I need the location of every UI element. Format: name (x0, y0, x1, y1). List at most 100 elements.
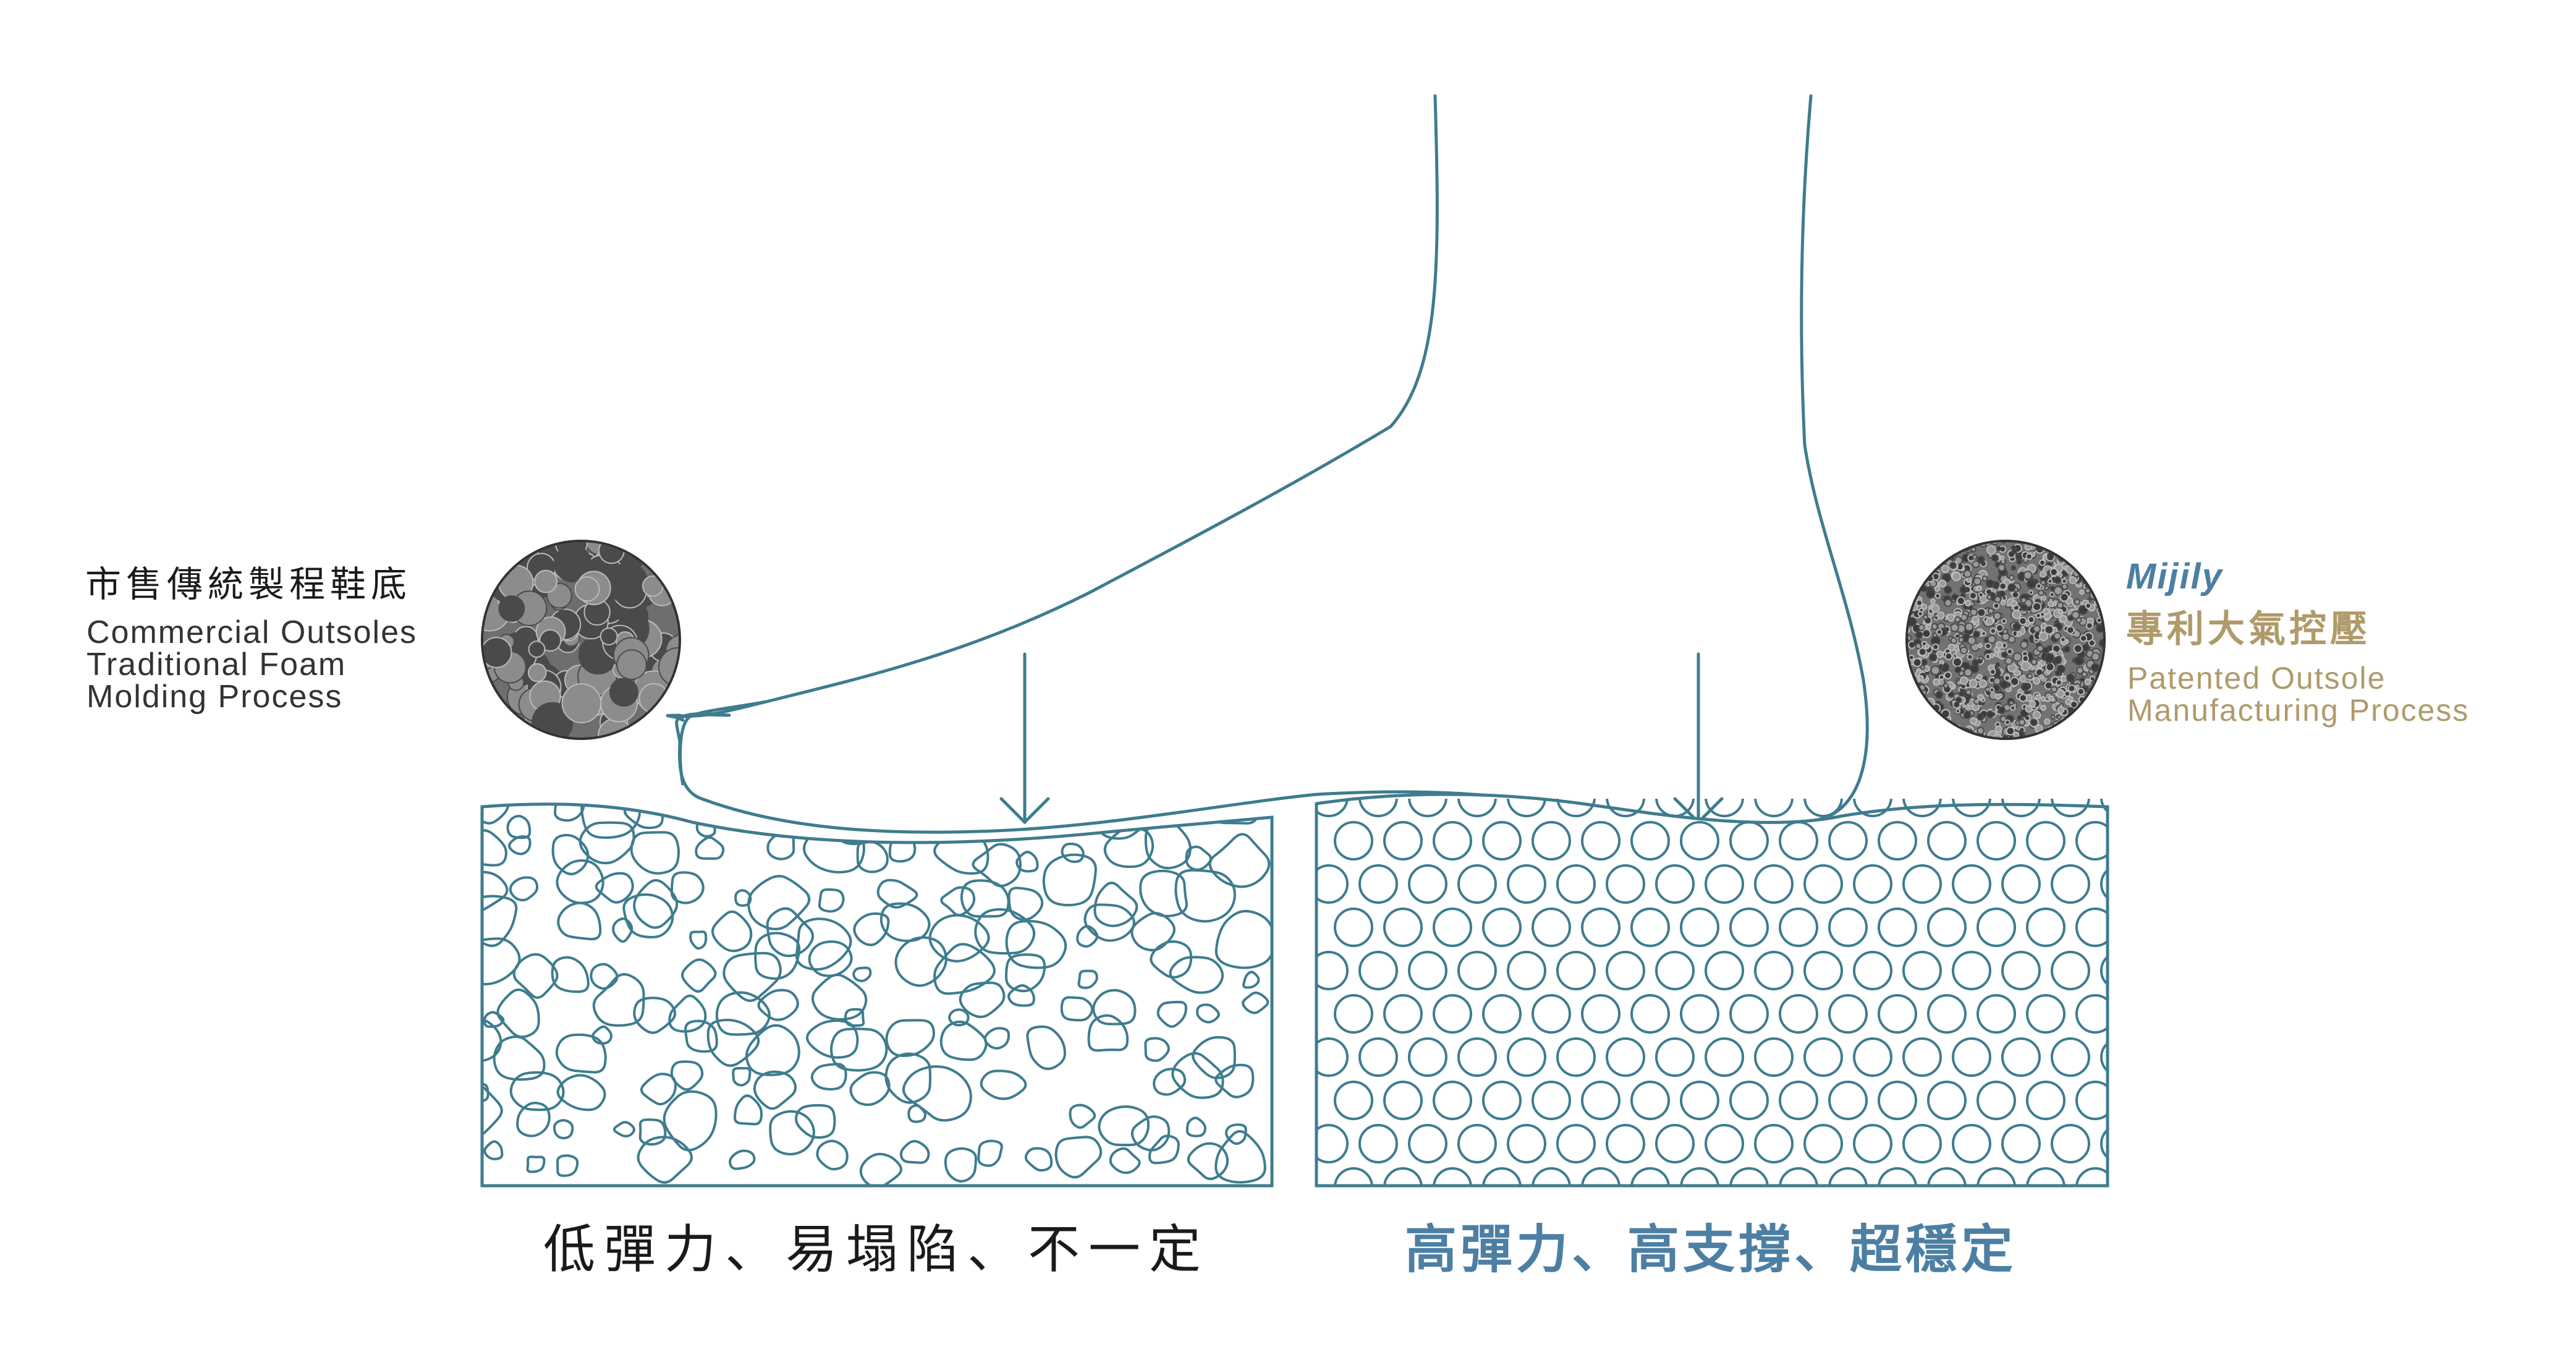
uniform-pore (2051, 864, 2090, 904)
irregular-pore (508, 835, 532, 856)
irregular-pore (1087, 1014, 1129, 1052)
irregular-pore (591, 1025, 612, 1045)
uniform-pore (1433, 1081, 1472, 1120)
uniform-pore (2075, 1167, 2108, 1186)
irregular-pore (509, 876, 539, 902)
uniform-pore (2100, 799, 2108, 813)
uniform-pore (2026, 1081, 2065, 1120)
uniform-pore (1754, 1037, 1794, 1077)
uniform-pore (1556, 799, 1596, 817)
irregular-pore (1214, 1063, 1255, 1099)
uniform-pore (1482, 1167, 1522, 1186)
traditional-sole-block (480, 802, 1274, 1188)
uniform-pore (1779, 1081, 1818, 1120)
uniform-pore (1680, 994, 1719, 1034)
irregular-pore (1109, 1147, 1141, 1175)
uniform-pore (2001, 864, 2041, 904)
uniform-pore (2051, 951, 2090, 990)
irregular-pore (695, 836, 725, 860)
uniform-pore (1606, 864, 1645, 904)
irregular-foam-texture-icon (481, 540, 681, 740)
irregular-pore (852, 966, 872, 982)
irregular-pore (1139, 869, 1188, 917)
irregular-pore (732, 1066, 752, 1087)
irregular-pore (681, 958, 717, 993)
uniform-pore (1927, 821, 1967, 861)
uniform-pore (1680, 1081, 1719, 1120)
irregular-pore (715, 991, 771, 1036)
uniform-pore (1779, 821, 1818, 861)
pressure-arrow-left (999, 652, 1050, 825)
uniform-pore (1828, 908, 1868, 947)
uniform-pore (1828, 994, 1868, 1034)
irregular-pore (1171, 1052, 1224, 1099)
irregular-pore (729, 1149, 756, 1170)
uniform-pore (1853, 1037, 1892, 1077)
uniform-pore (1952, 1124, 1991, 1163)
irregular-pore (1042, 853, 1097, 907)
irregular-pore (1077, 969, 1098, 989)
irregular-pore (482, 870, 509, 914)
uniform-pore (1803, 1124, 1843, 1163)
uniform-pore (1556, 1124, 1596, 1163)
irregular-pore (516, 1102, 551, 1138)
irregular-pore (754, 932, 801, 980)
uniform-pore (1902, 951, 1942, 990)
uniform-pore (1383, 908, 1423, 947)
uniform-pore (1803, 951, 1843, 990)
irregular-pore (592, 973, 645, 1027)
irregular-pore (706, 1018, 760, 1067)
irregular-pore (1026, 1025, 1067, 1070)
irregular-pore (1054, 804, 1091, 825)
right-subtitle-1: Patented Outsole (2127, 661, 2386, 695)
irregular-pore (612, 1121, 635, 1138)
irregular-pore (805, 1019, 859, 1059)
irregular-pore (1144, 1037, 1170, 1062)
uniform-pore (1581, 994, 1621, 1034)
irregular-pore (1147, 804, 1169, 822)
caption-patented: 高彈力、高支撐、超穩定 (1405, 1219, 2017, 1280)
uniform-pore (1729, 1081, 1769, 1120)
uniform-pore (1334, 908, 1373, 947)
irregular-pore (1185, 1116, 1207, 1138)
uniform-foam-texture-icon (1905, 540, 2106, 740)
uniform-pore (1754, 864, 1794, 904)
irregular-pore (1024, 1147, 1053, 1172)
uniform-pore (1655, 864, 1695, 904)
irregular-pore (894, 936, 947, 987)
uniform-pore (1927, 1167, 1967, 1186)
uniform-pore (1507, 799, 1546, 817)
irregular-pore (684, 1019, 718, 1053)
uniform-pore (1358, 1037, 1398, 1077)
irregular-pore (939, 1020, 988, 1061)
uniform-pore (1581, 908, 1621, 947)
irregular-pore (663, 1090, 718, 1152)
irregular-pore (907, 1104, 927, 1123)
uniform-pore (1556, 951, 1596, 990)
irregular-pore (482, 804, 509, 825)
uniform-pore (1316, 864, 1349, 904)
irregular-pore (1242, 991, 1269, 1014)
pressure-arrow-right (1673, 652, 1724, 825)
irregular-pore (1187, 1142, 1229, 1180)
irregular-pore (745, 1024, 800, 1076)
uniform-pore (1754, 951, 1794, 990)
uniform-pore (1754, 1124, 1794, 1163)
irregular-pore (830, 1027, 888, 1072)
irregular-pore (482, 1082, 489, 1103)
irregular-pore (509, 1071, 565, 1112)
irregular-pore (553, 804, 585, 822)
foot-outline (666, 94, 1869, 834)
irregular-pore (879, 902, 931, 942)
uniform-pore (1976, 994, 2016, 1034)
irregular-pore (940, 886, 976, 917)
irregular-pore (638, 1118, 667, 1146)
uniform-pore (1507, 864, 1546, 904)
irregular-pore (506, 814, 532, 840)
irregular-pore (1130, 1115, 1171, 1152)
uniform-pore (1408, 1124, 1447, 1163)
uniform-pore (2075, 908, 2108, 947)
irregular-pore (630, 831, 680, 875)
irregular-pore (637, 1136, 693, 1184)
